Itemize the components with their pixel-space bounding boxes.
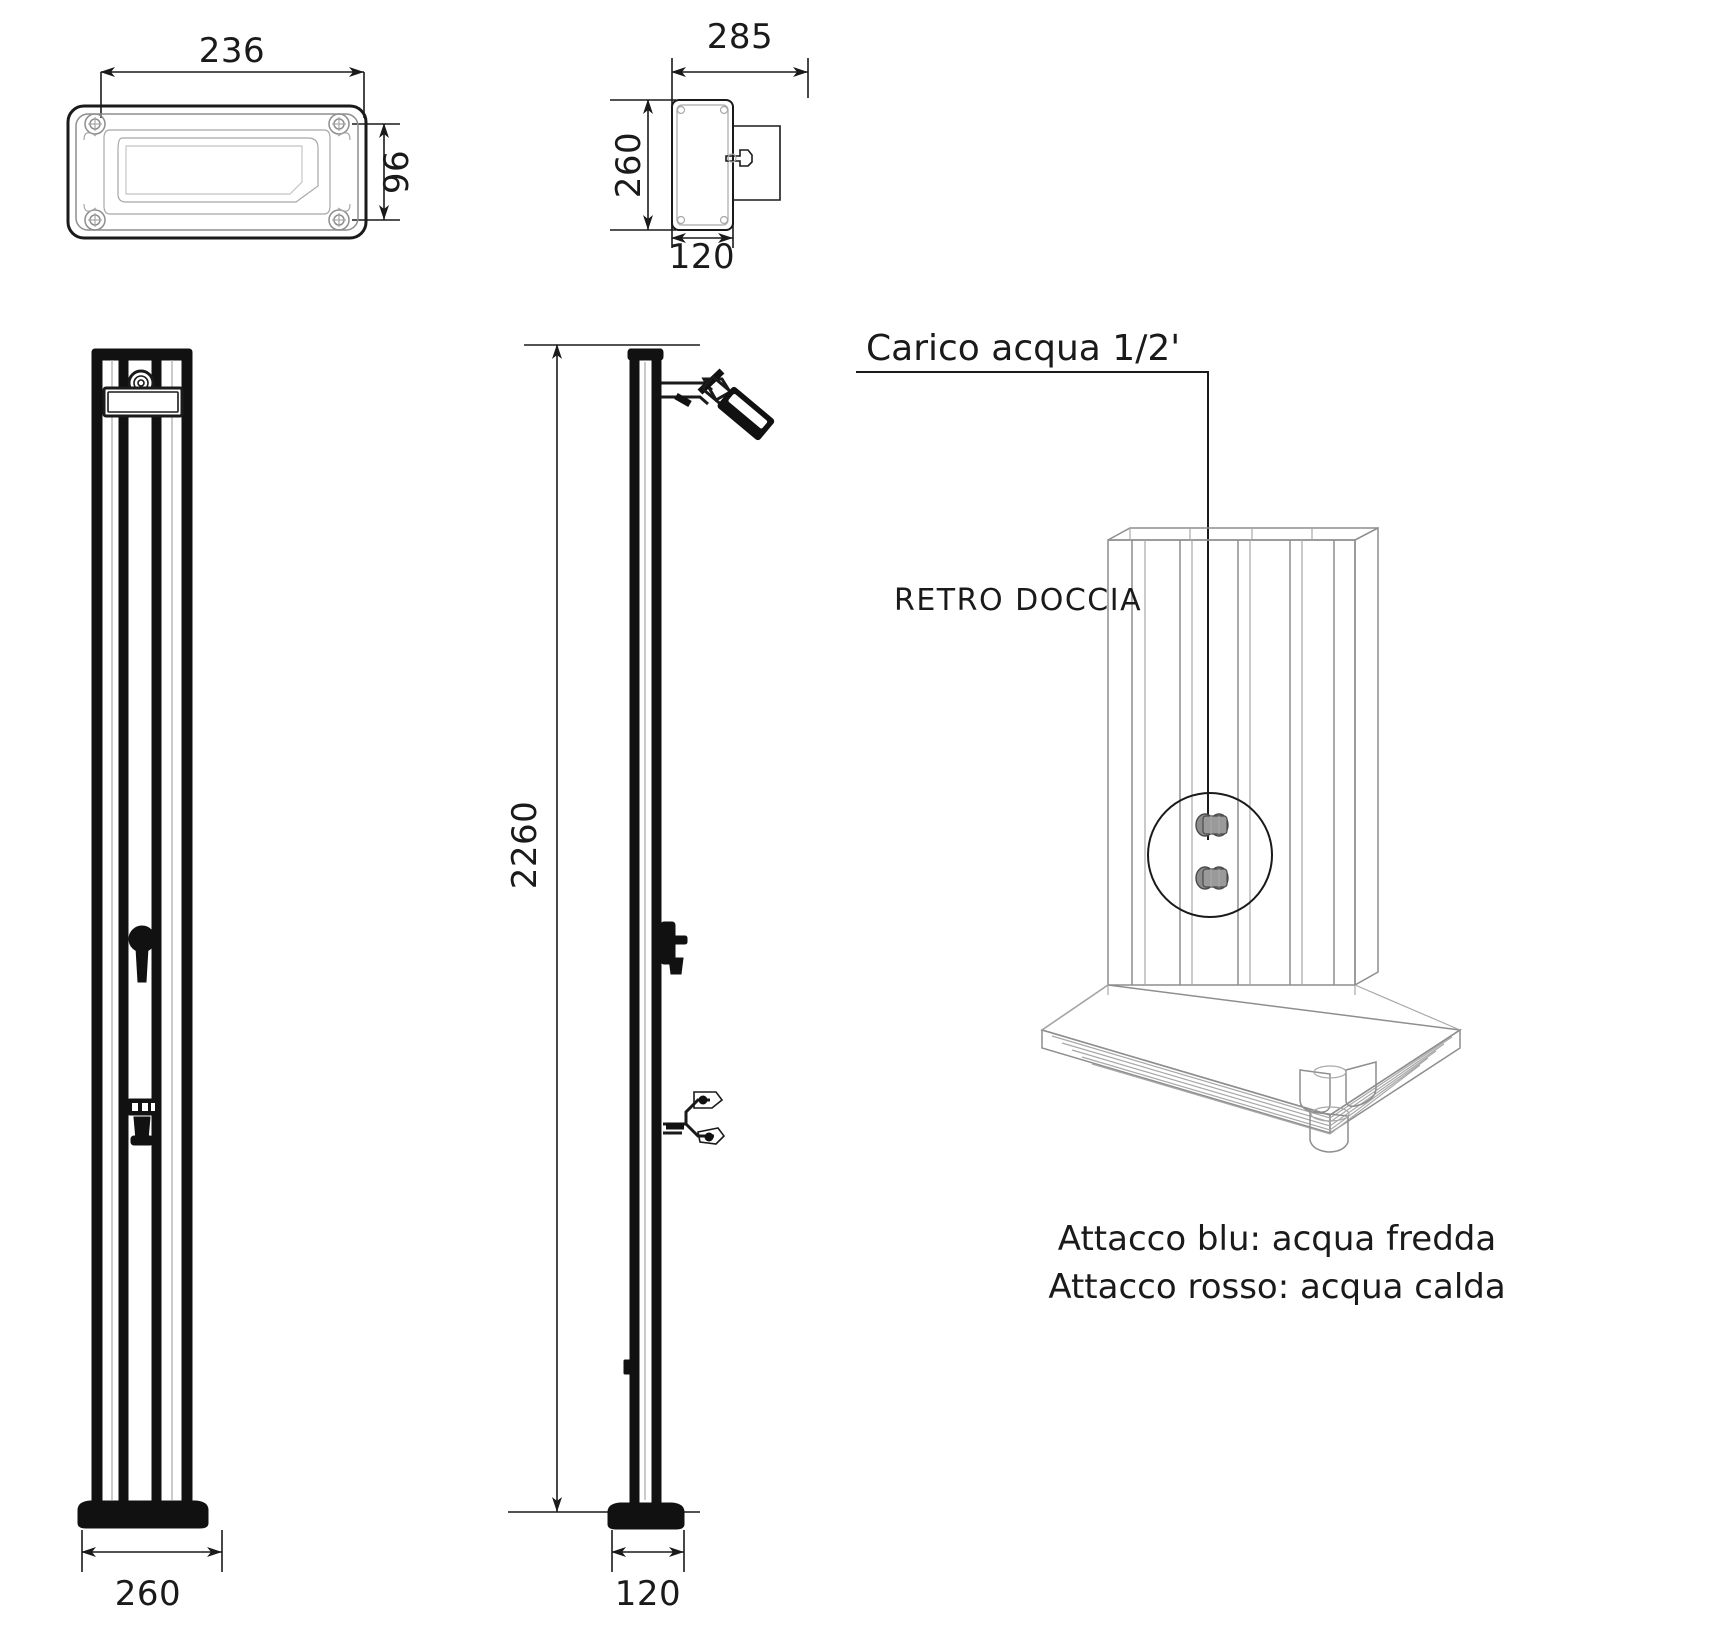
front-top-fixture [102,369,184,418]
side-foot-tap [663,1091,726,1145]
top-plan-housing [66,104,368,240]
rear-column-body [1107,526,1379,987]
annotation-carico-acqua: Carico acqua 1/2' [866,328,1180,369]
legend-line-cold: Attacco blu: acqua fredda [1058,1219,1496,1259]
dimension-front-base-width [81,1530,223,1572]
view-side-elevation [508,344,775,1572]
side-plan-body [671,99,781,231]
side-base-plate [607,1502,685,1530]
callout-carico-acqua [856,371,1209,840]
dimension-top-depth [352,123,400,221]
side-shower-head [661,368,775,441]
dimension-side-height [610,99,676,231]
dimension-label-side-base-depth: 120 [615,1574,681,1614]
annotation-retro-doccia: RETRO DOCCIA [894,583,1142,618]
dimension-label-top-depth: 96 [377,150,417,194]
dimension-label-top-width: 236 [199,31,265,71]
dimension-label-side-height: 260 [609,132,649,198]
dimension-label-front-base-width: 260 [115,1574,181,1614]
fitting-cold-water [1195,813,1229,837]
dimension-side-projection [671,58,809,230]
view-rear-detail [856,371,1463,1153]
rear-base-plinth [1040,984,1463,1153]
dimension-label-side-width: 120 [669,237,735,277]
side-mixer-lever [660,921,688,975]
dimension-label-side-projection: 285 [707,17,773,57]
fitting-hot-water [1195,866,1229,890]
view-top-plan [66,67,400,240]
dimension-top-width [100,67,365,118]
dimension-label-total-height: 2260 [505,801,545,890]
rear-fittings-detail-circle [1147,792,1273,918]
dimension-side-base-depth [611,1530,685,1572]
front-mixer-knob [128,925,156,983]
view-front-elevation [77,348,223,1572]
view-side-plan [610,58,809,248]
legend-line-hot: Attacco rosso: acqua calda [1048,1267,1505,1307]
front-foot-tap [126,1098,160,1146]
front-base-plate [77,1500,209,1529]
